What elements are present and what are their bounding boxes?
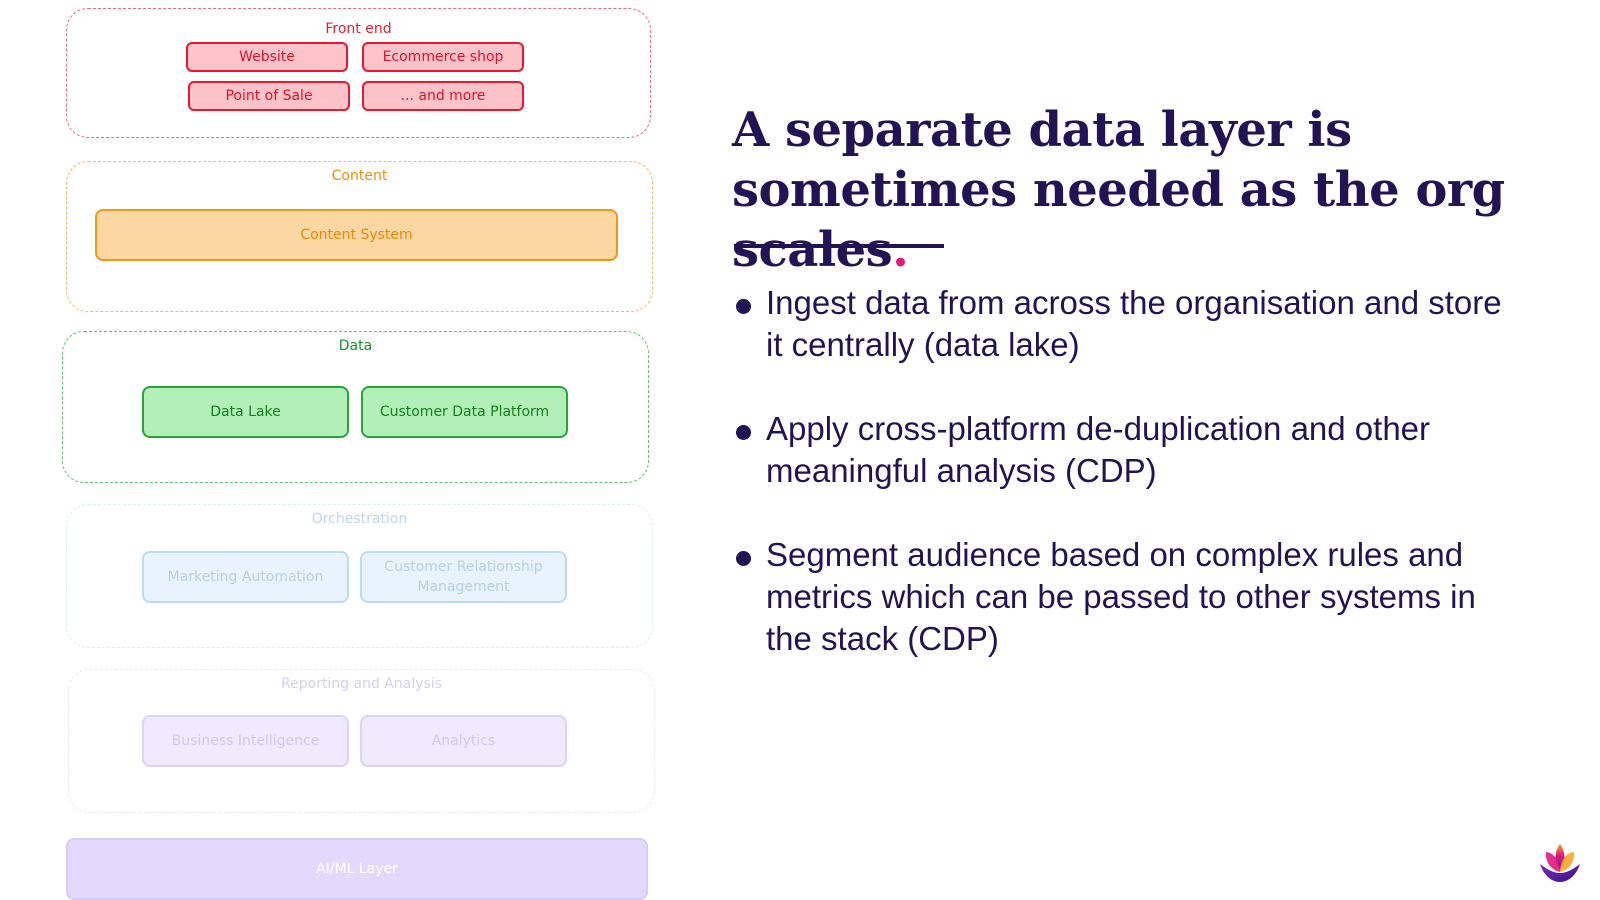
headline-text: A separate data layer is sometimes neede… <box>732 102 1505 278</box>
bullet-item: Segment audience based on complex rules … <box>734 534 1514 660</box>
headline-underline <box>734 244 944 248</box>
node-crm: Customer Relationship Management <box>360 551 567 603</box>
node-website: Website <box>186 42 348 72</box>
bullet-dot-icon <box>736 551 751 566</box>
node-point-of-sale: Point of Sale <box>188 81 350 111</box>
layer-data: Data Data Lake Customer Data Platform <box>62 331 649 483</box>
node-ecommerce-shop: Ecommerce shop <box>362 42 524 72</box>
bullet-dot-icon <box>736 299 751 314</box>
layer-title-data: Data <box>338 338 373 354</box>
node-data-lake: Data Lake <box>142 386 349 438</box>
layer-content: Content Content System <box>66 161 653 312</box>
layer-title-orchestration: Orchestration <box>311 511 408 527</box>
node-content-system: Content System <box>95 209 618 261</box>
bullet-item: Ingest data from across the organisation… <box>734 282 1514 366</box>
node-customer-data-platform: Customer Data Platform <box>361 386 568 438</box>
aiml-layer-bar: AI/ML Layer <box>66 838 648 900</box>
layer-reporting: Reporting and Analysis Business Intellig… <box>68 669 655 813</box>
bullet-item: Apply cross-platform de-duplication and … <box>734 408 1514 492</box>
slide-headline: A separate data layer is sometimes neede… <box>732 100 1552 280</box>
node-and-more: ... and more <box>362 81 524 111</box>
layer-frontend: Front end Website Ecommerce shop Point o… <box>66 8 651 138</box>
node-marketing-automation: Marketing Automation <box>142 551 349 603</box>
layer-title-frontend: Front end <box>325 21 392 37</box>
headline-accent-dot: . <box>892 222 909 278</box>
layer-title-reporting: Reporting and Analysis <box>281 676 442 692</box>
bullet-list: Ingest data from across the organisation… <box>734 282 1514 702</box>
layer-title-content: Content <box>331 168 388 184</box>
lotus-logo-icon <box>1540 844 1580 882</box>
bullet-dot-icon <box>736 425 751 440</box>
node-analytics: Analytics <box>360 715 567 767</box>
layer-orchestration: Orchestration Marketing Automation Custo… <box>66 504 653 648</box>
bullet-text: Ingest data from across the organisation… <box>766 284 1502 363</box>
bullet-text: Segment audience based on complex rules … <box>766 536 1476 657</box>
node-business-intelligence: Business Intelligence <box>142 715 349 767</box>
bullet-text: Apply cross-platform de-duplication and … <box>766 410 1431 489</box>
